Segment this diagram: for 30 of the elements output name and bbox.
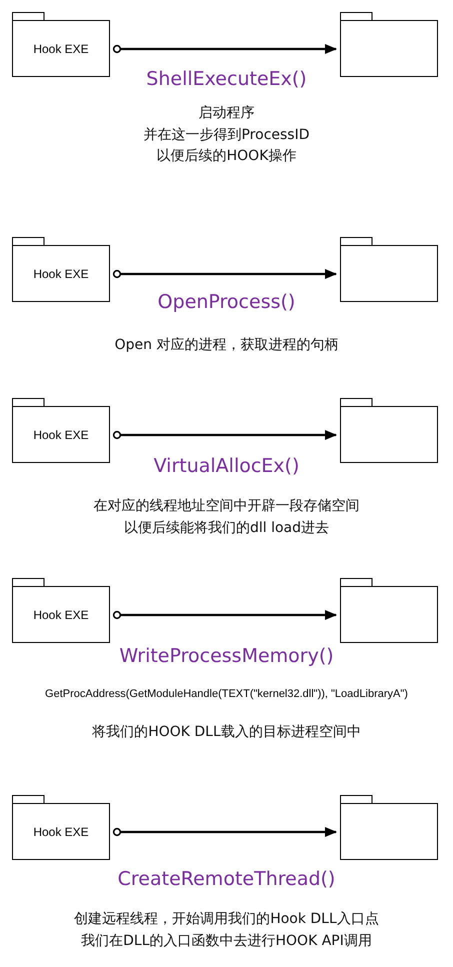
description-text: 以便后续的HOOK操作 <box>156 148 296 164</box>
folder-box: Hook EXE <box>12 398 110 463</box>
function-label: OpenProcess() <box>158 291 296 313</box>
function-label: CreateRemoteThread() <box>118 868 336 890</box>
function-label: VirtualAllocEx() <box>154 455 300 477</box>
function-label: WriteProcessMemory() <box>119 645 334 667</box>
arrow <box>112 610 337 620</box>
folder-box: Hook EXE <box>12 578 110 643</box>
description-text: 在对应的线程地址空间中开辟一段存储空间 <box>94 498 360 514</box>
folder-box: Hook EXE <box>12 237 110 302</box>
description-text: 启动程序 <box>198 105 254 121</box>
folder-box <box>340 398 438 463</box>
function-label: ShellExecuteEx() <box>146 68 307 90</box>
folder-box <box>340 578 438 643</box>
description-text: Open 对应的进程，获取进程的句柄 <box>114 337 338 353</box>
description-text: 创建远程线程，开始调用我们的Hook DLL入口点 <box>74 911 379 927</box>
description-text: 以便后续能将我们的dll load进去 <box>124 520 330 536</box>
folder-box: Hook EXE <box>12 12 110 77</box>
folder-box <box>340 12 438 77</box>
folder-box <box>340 795 438 860</box>
folder-box <box>340 237 438 302</box>
arrow <box>112 430 337 440</box>
description-text: 并在这一步得到ProcessID <box>143 127 310 143</box>
arrow <box>112 827 337 837</box>
folder-box: Hook EXE <box>12 795 110 860</box>
description-text: 我们在DLL的入口函数中去进行HOOK API调用 <box>81 933 372 949</box>
arrow <box>112 269 337 279</box>
description-text: 将我们的HOOK DLL载入的目标进程空间中 <box>92 724 361 740</box>
arrow <box>112 44 337 54</box>
code-line: GetProcAddress(GetModuleHandle(TEXT("kernel32.dll")), "LoadLibraryA") <box>45 688 408 700</box>
